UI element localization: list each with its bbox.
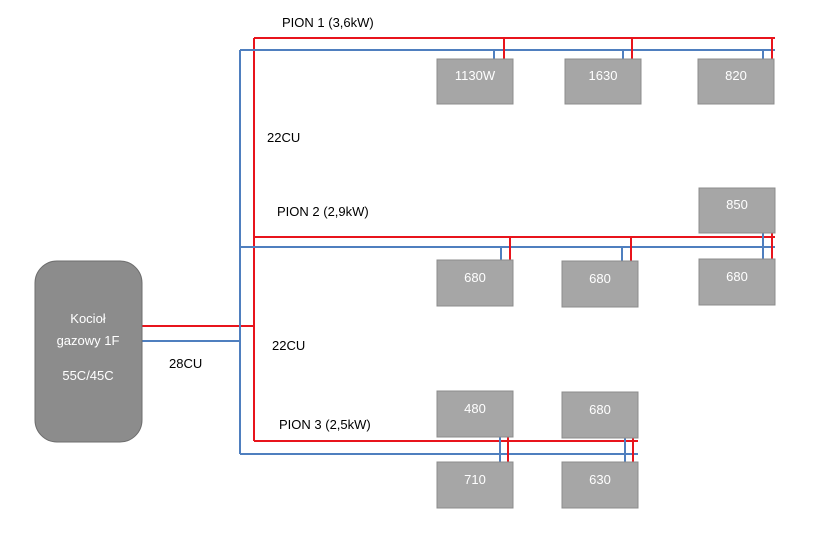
radiator-value: 850: [726, 197, 748, 212]
radiator-value: 1630: [589, 68, 618, 83]
radiator-pion3-1: 480: [436, 390, 514, 438]
radiator-pion1-1: 1130W: [436, 58, 514, 105]
radiator-pion3-4: 630: [561, 461, 639, 509]
pion2-label: PION 2 (2,9kW): [277, 204, 369, 219]
radiator-value: 480: [464, 401, 486, 416]
boiler: Kocioł gazowy 1F 55C/45C: [34, 260, 143, 443]
radiator-pion1-3: 820: [697, 58, 775, 105]
upper-riser-pipe-label: 22CU: [267, 130, 300, 145]
pion3-label: PION 3 (2,5kW): [279, 417, 371, 432]
radiator-value: 630: [589, 472, 611, 487]
pipe-network: [142, 37, 775, 465]
radiator-pion3-3: 710: [436, 461, 514, 509]
radiator-value: 1130W: [455, 68, 496, 83]
radiator-value: 820: [725, 68, 747, 83]
radiator-value: 680: [589, 402, 611, 417]
radiator-value: 710: [464, 472, 486, 487]
boiler-name-line2: gazowy 1F: [57, 333, 120, 348]
radiator-value: 680: [589, 271, 611, 286]
radiator-pion1-2: 1630: [564, 58, 642, 105]
radiator-pion3-2: 680: [561, 391, 639, 439]
radiator-value: 680: [464, 270, 486, 285]
radiator-pion2-1: 680: [436, 259, 514, 307]
main-pipe-label: 28CU: [169, 356, 202, 371]
pion1-label: PION 1 (3,6kW): [282, 15, 374, 30]
radiator-pion2-3: 680: [698, 258, 776, 306]
radiators: 1130W 1630 820 850 680 680 680 480: [436, 58, 776, 509]
labels: PION 1 (3,6kW) PION 2 (2,9kW) PION 3 (2,…: [169, 15, 374, 432]
boiler-body: [34, 260, 143, 443]
lower-riser-pipe-label: 22CU: [272, 338, 305, 353]
boiler-temperatures: 55C/45C: [62, 368, 113, 383]
radiator-value: 680: [726, 269, 748, 284]
radiator-pion2-top: 850: [698, 187, 776, 234]
boiler-name-line1: Kocioł: [70, 311, 106, 326]
radiator-pion2-2: 680: [561, 260, 639, 308]
